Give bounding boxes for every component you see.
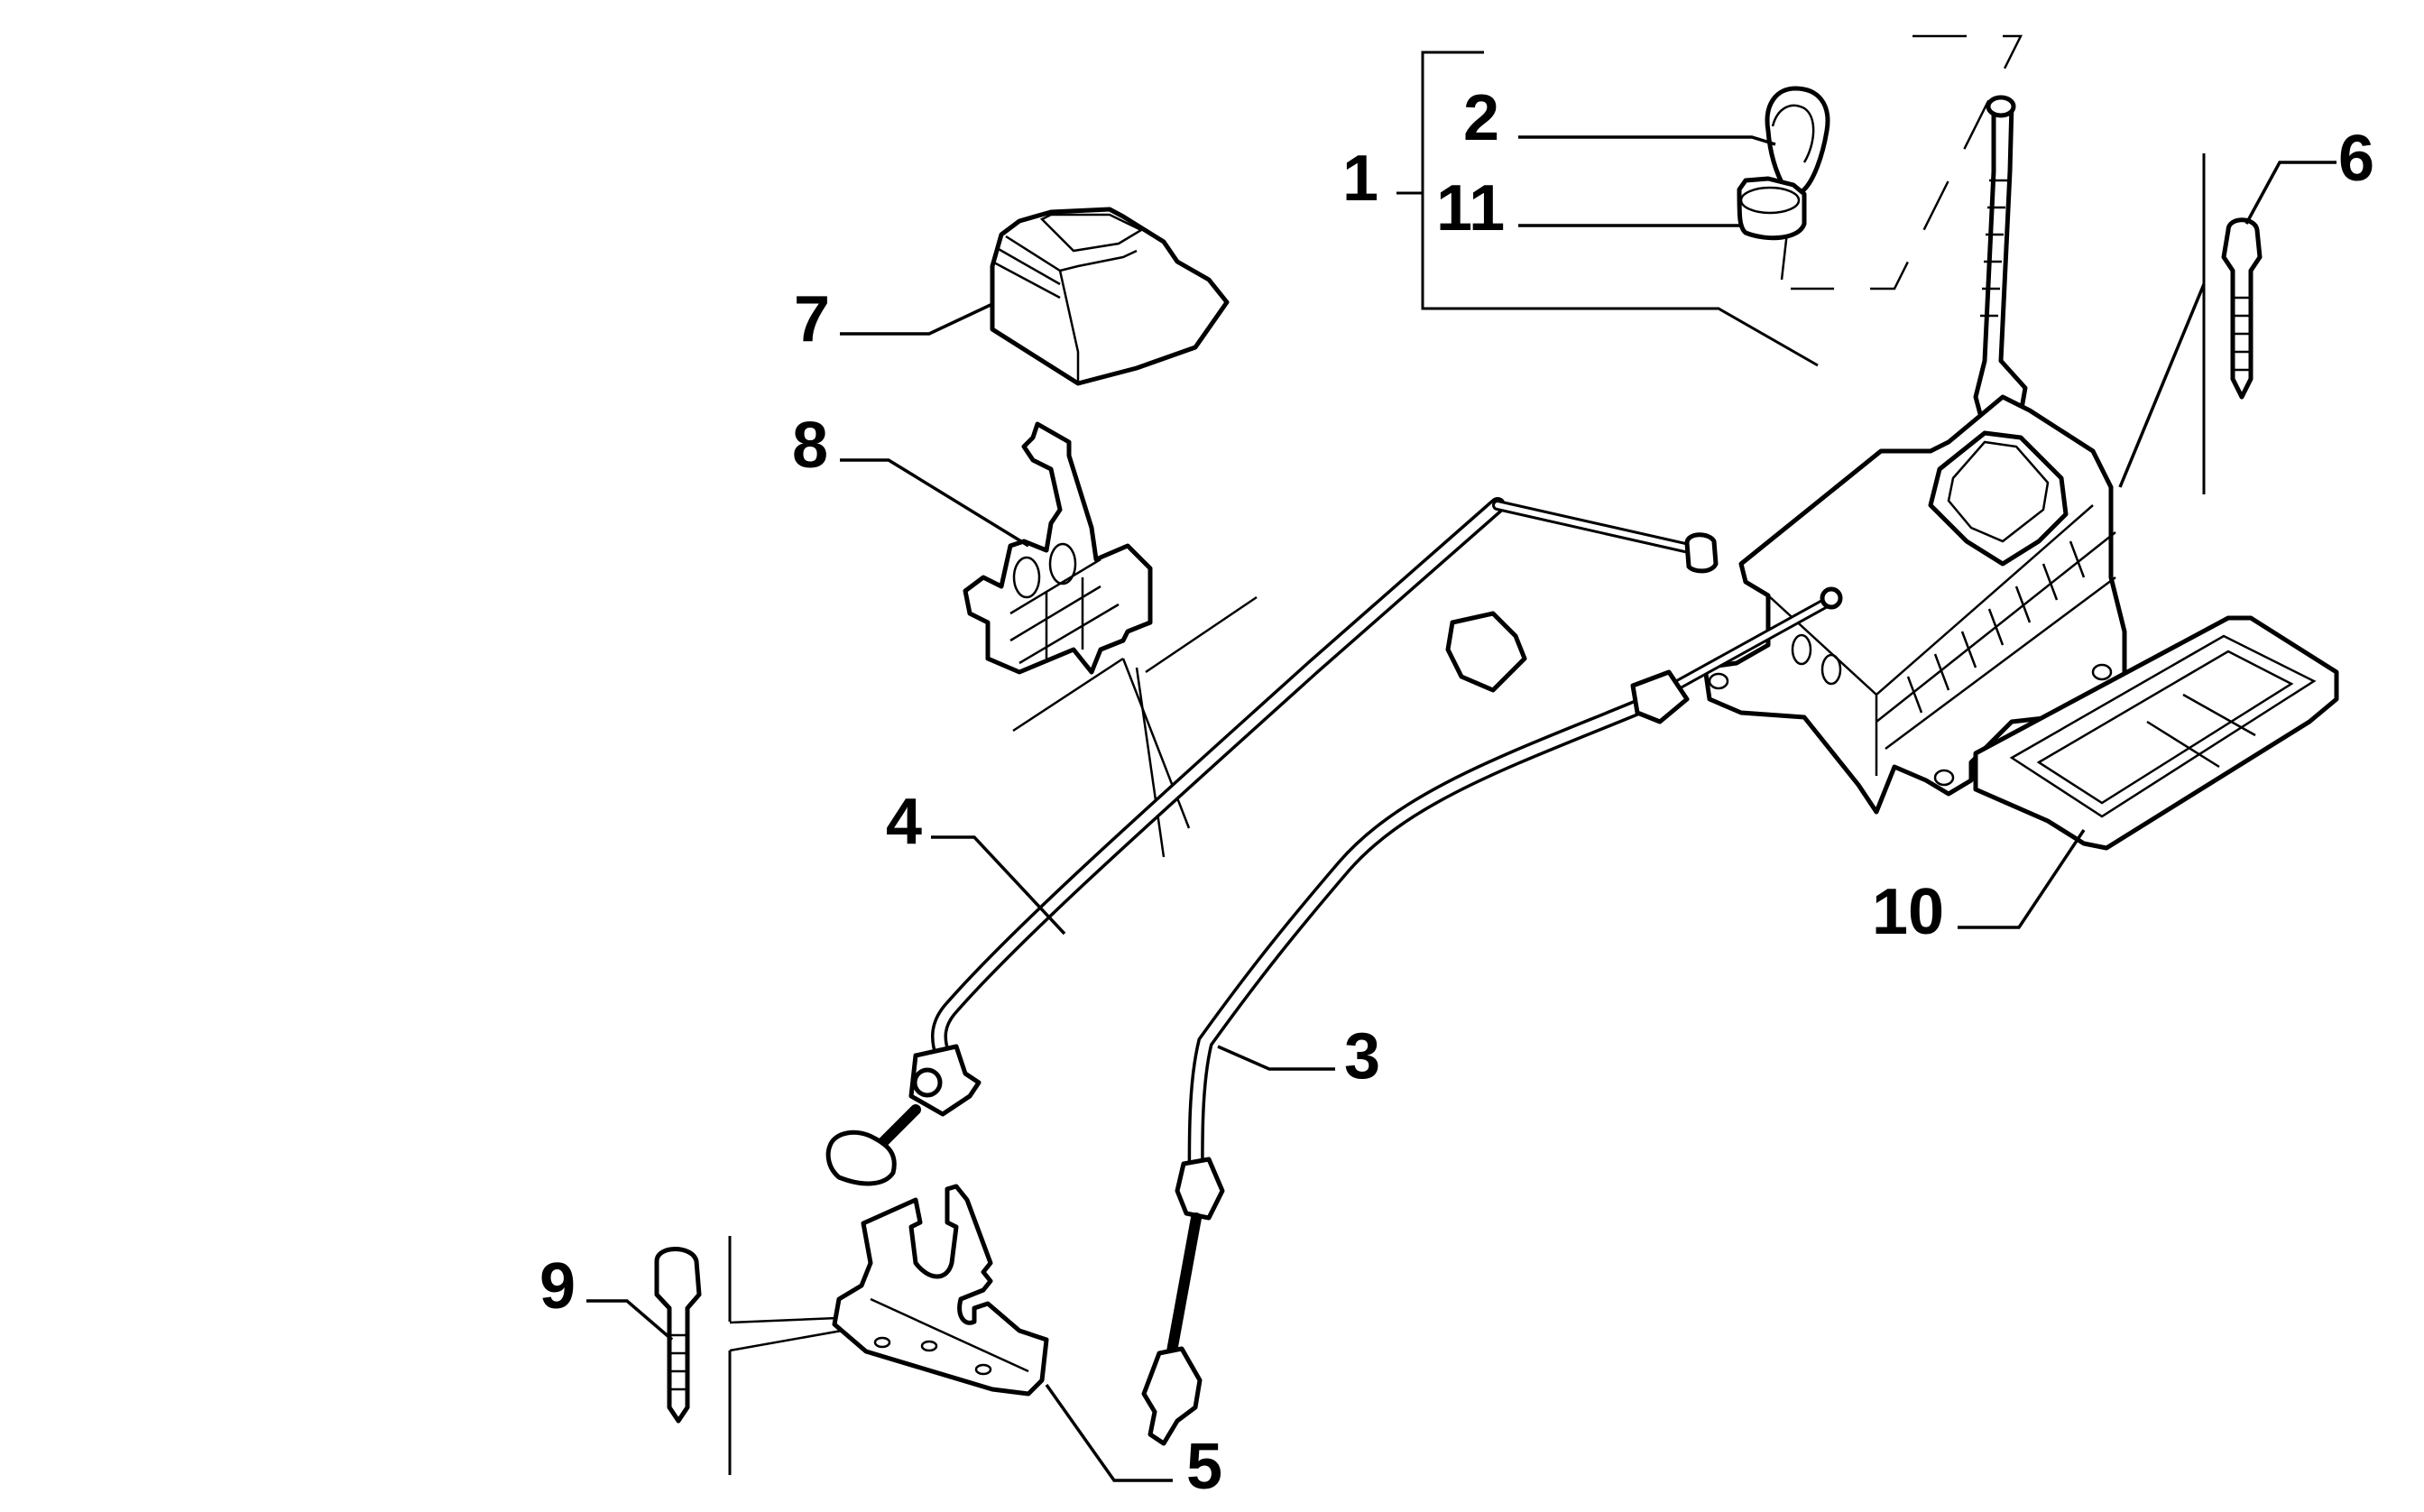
leader-5 <box>1045 1383 1173 1482</box>
leader-8 <box>840 458 1029 548</box>
callout-2[interactable]: 2 <box>1463 82 1499 154</box>
callout-5[interactable]: 5 <box>1186 1431 1222 1503</box>
callout-1[interactable]: 1 <box>1342 143 1378 215</box>
gearshift-housing-part[interactable] <box>1702 95 2127 815</box>
bracket-clip-part[interactable] <box>963 421 1153 675</box>
leader-7 <box>840 303 991 336</box>
callout-9[interactable]: 9 <box>539 1250 576 1323</box>
selector-cable-part[interactable] <box>825 497 1719 1186</box>
callout-3[interactable]: 3 <box>1344 1020 1380 1093</box>
callout-7[interactable]: 7 <box>794 283 830 355</box>
leader-lines <box>586 135 2336 1482</box>
console-trim-plate-part[interactable] <box>1973 615 2339 851</box>
callout-labels: 1 2 11 6 7 8 4 3 10 9 5 <box>539 82 2374 1503</box>
leader-10 <box>1958 829 2086 929</box>
knob-ring-part[interactable] <box>1737 176 1807 241</box>
cable-support-bracket-part[interactable] <box>832 1184 1049 1397</box>
leader-2 <box>1518 135 1776 146</box>
leader-3 <box>1217 1045 1335 1071</box>
upper-bolt-part[interactable] <box>2118 153 2263 494</box>
lower-bolt-part[interactable] <box>654 1236 860 1475</box>
callout-6[interactable]: 6 <box>2338 123 2374 195</box>
assembly-group-bracket <box>1396 51 1819 367</box>
leader-9 <box>586 1299 674 1341</box>
callout-10[interactable]: 10 <box>1872 876 1944 948</box>
callout-8[interactable]: 8 <box>792 410 828 482</box>
leader-6 <box>2244 161 2336 225</box>
cover-cap-part[interactable] <box>990 207 1230 386</box>
callout-4[interactable]: 4 <box>886 786 922 858</box>
knob-phantom-frame <box>1791 34 2023 290</box>
leader-4 <box>931 835 1066 936</box>
callout-11[interactable]: 11 <box>1436 172 1505 244</box>
shift-cable-part[interactable] <box>1141 586 1843 1446</box>
